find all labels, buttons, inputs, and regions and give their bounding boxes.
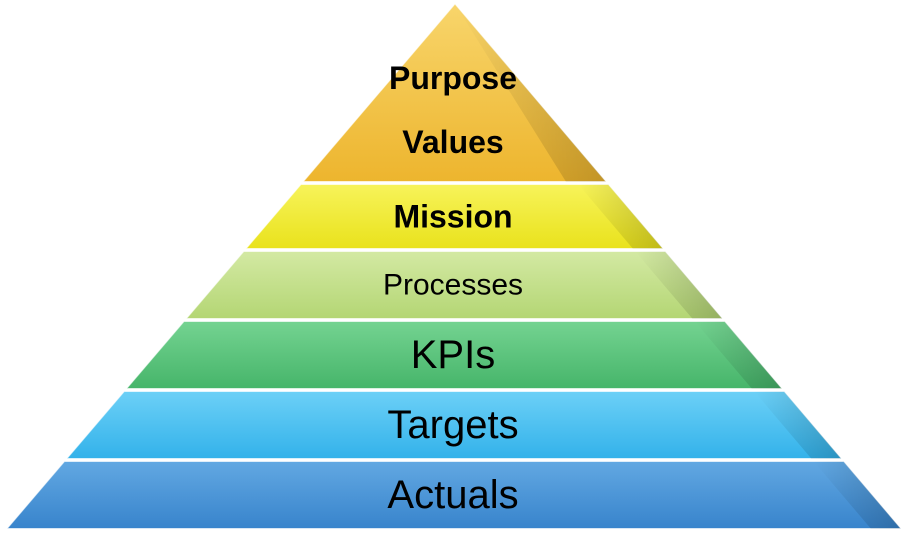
tier-label-actuals: Actuals <box>387 473 518 517</box>
tier-shade-mission <box>578 184 663 249</box>
tier-shade-kpis <box>694 321 782 389</box>
tier-label-targets: Targets <box>387 403 518 447</box>
tier-label-purpose-values-0: Purpose <box>389 60 517 96</box>
tier-purpose-values <box>302 3 607 182</box>
tier-shade-purpose-values <box>455 4 606 182</box>
tier-label-kpis: KPIs <box>411 333 495 377</box>
pyramid-labels: PurposeValuesMissionProcessesKPIsTargets… <box>383 60 523 517</box>
tier-shade-actuals <box>813 461 901 529</box>
tier-label-mission: Mission <box>393 199 512 235</box>
pyramid-tiers <box>6 3 902 529</box>
tier-shade-processes <box>635 251 723 319</box>
tier-label-processes: Processes <box>383 269 523 302</box>
tier-label-purpose-values-1: Values <box>402 124 503 160</box>
tier-shade-targets <box>754 391 842 459</box>
